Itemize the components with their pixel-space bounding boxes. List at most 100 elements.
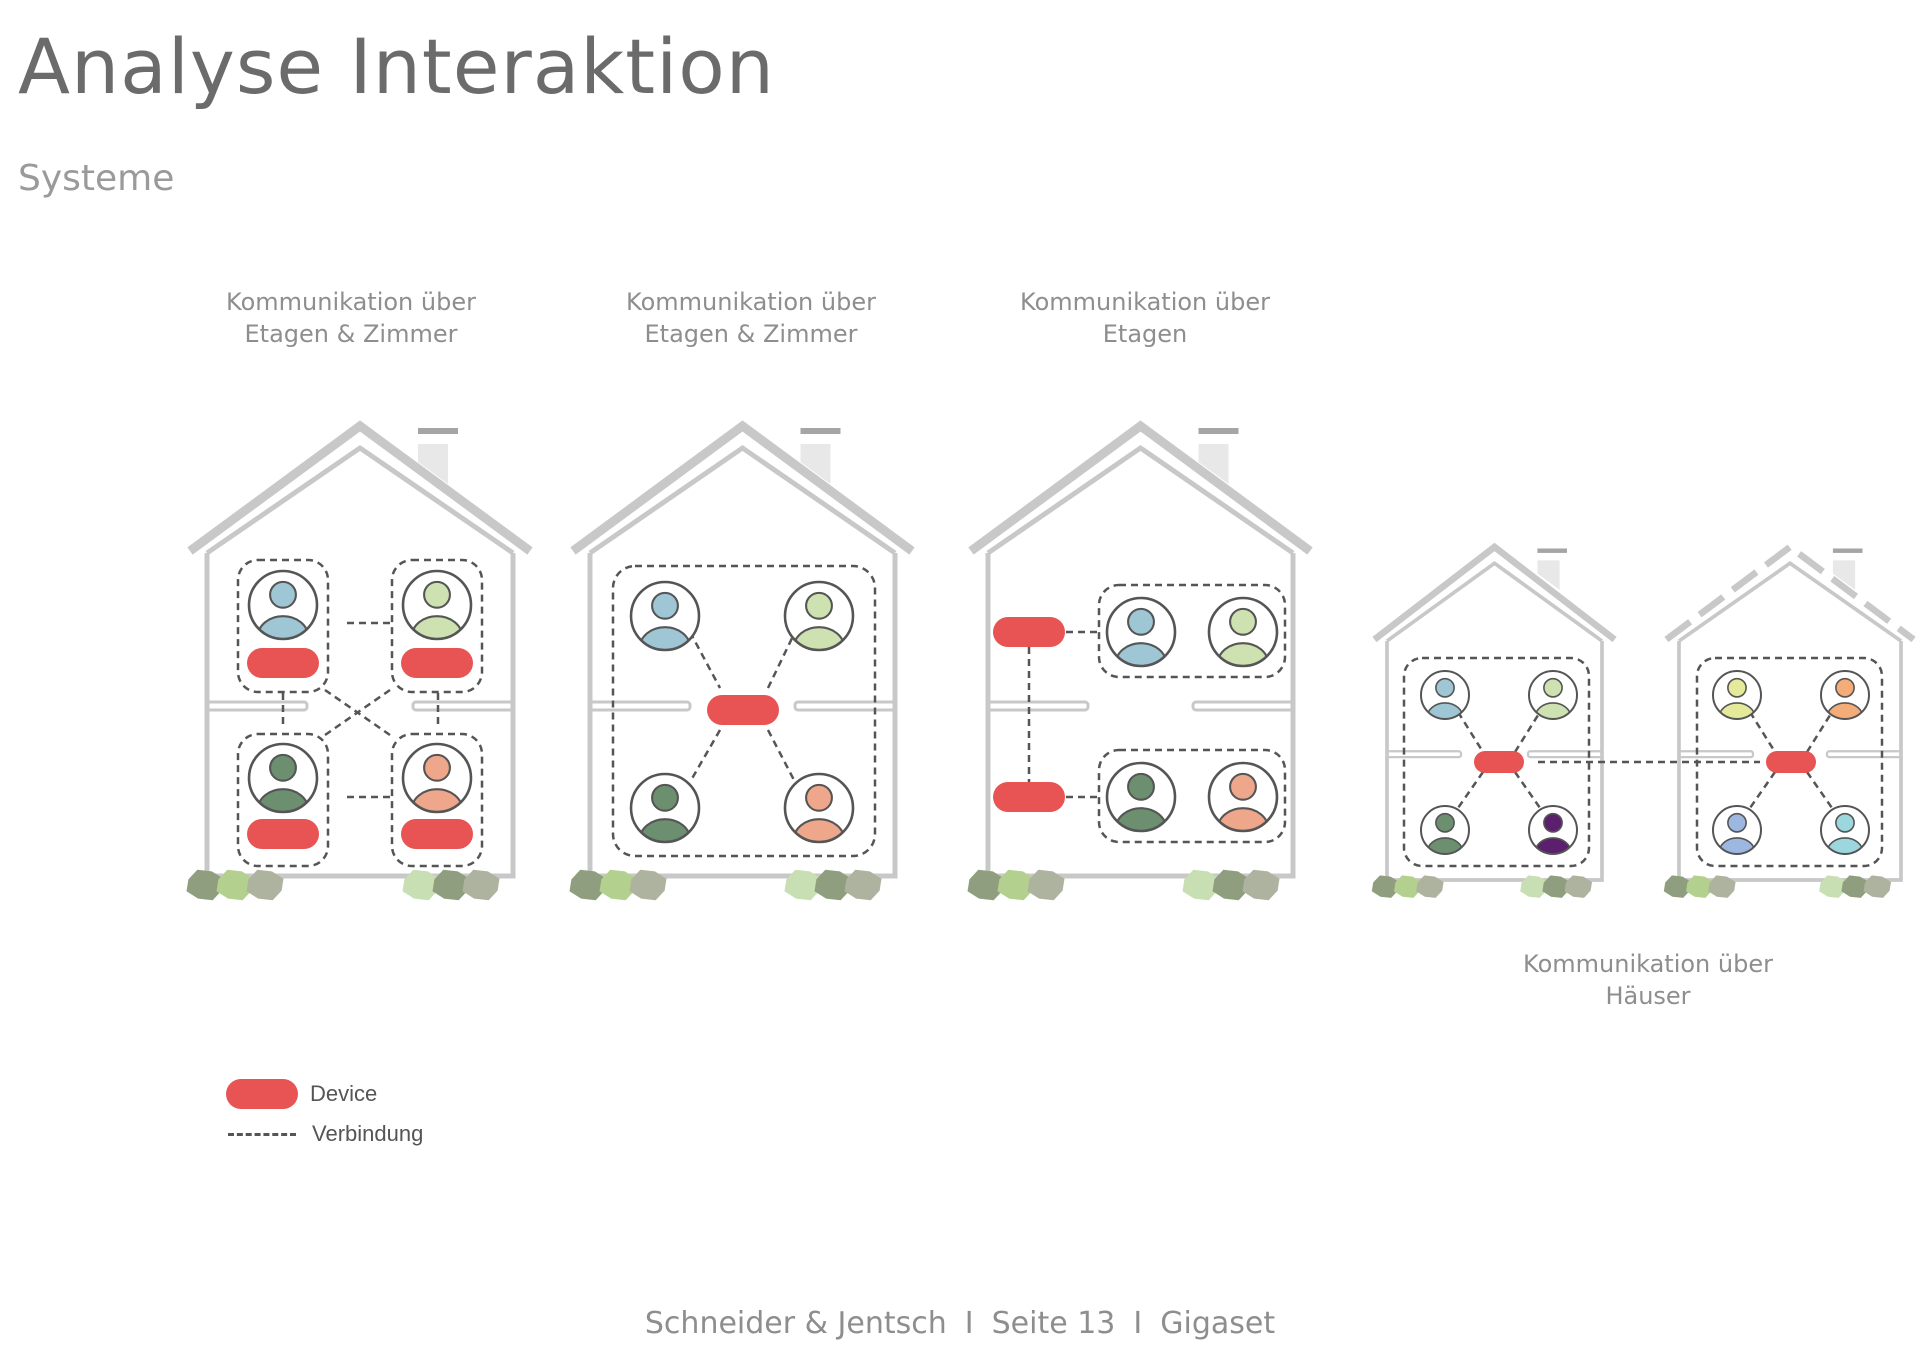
- connection-line: [1748, 711, 1777, 753]
- chimney-cap: [418, 428, 458, 434]
- caption-house-3: Kommunikation über Etagen: [955, 286, 1335, 350]
- person-icon: [247, 569, 319, 641]
- bush-icon: [997, 869, 1035, 901]
- person-ring: [629, 580, 701, 652]
- person-icon: [1820, 805, 1870, 855]
- person-icon: [783, 772, 855, 844]
- person-head: [269, 753, 297, 782]
- person-icon: [629, 772, 701, 844]
- person-icon: [1105, 761, 1177, 833]
- group-box: [390, 558, 484, 694]
- roof-outer: [1664, 542, 1916, 643]
- device-icon: [226, 1079, 298, 1109]
- roof-inner: [1385, 560, 1604, 643]
- floor-slab-left: [588, 700, 692, 712]
- bush-icon: [1663, 875, 1692, 898]
- floor-slab-right: [793, 700, 897, 712]
- person-head: [1435, 812, 1455, 833]
- person-ring: [1712, 805, 1762, 855]
- group-box: [236, 732, 330, 868]
- bush-icon: [629, 869, 667, 901]
- person-body: [1826, 702, 1864, 719]
- roof-outer: [1372, 542, 1617, 643]
- person-figure: [1216, 607, 1270, 666]
- caption-line: Häuser: [1605, 982, 1691, 1010]
- person-icon: [783, 580, 855, 652]
- caption-line: Etagen & Zimmer: [644, 320, 858, 348]
- person-ring: [1820, 670, 1870, 720]
- person-icon: [401, 742, 473, 814]
- person-ring: [783, 580, 855, 652]
- person-head: [1835, 812, 1855, 833]
- floor-slab-right: [411, 700, 515, 712]
- person-head: [1127, 772, 1155, 801]
- person-head: [1127, 607, 1155, 636]
- connection-line: [1805, 771, 1834, 809]
- caption-house-2: Kommunikation über Etagen & Zimmer: [561, 286, 941, 350]
- person-ring: [401, 742, 473, 814]
- floor-slab-left: [205, 700, 309, 712]
- legend: Device Verbindung: [226, 1074, 423, 1154]
- bush-icon: [216, 869, 254, 901]
- house-icon: [1385, 640, 1604, 882]
- chimney-icon: [1832, 560, 1856, 590]
- person-figure: [1718, 677, 1756, 719]
- floor-slab-right: [1825, 750, 1903, 759]
- person-icon: [1820, 670, 1870, 720]
- person-body: [1826, 837, 1864, 854]
- connection-line: [688, 631, 722, 689]
- chimney-icon: [418, 444, 448, 484]
- person-body: [1718, 837, 1756, 854]
- person-icon: [1207, 761, 1279, 833]
- caption-house-1: Kommunikation über Etagen & Zimmer: [161, 286, 541, 350]
- person-body: [1534, 837, 1572, 854]
- group-box: [1097, 748, 1287, 844]
- person-body: [638, 818, 692, 842]
- person-icon: [1528, 670, 1578, 720]
- person-ring: [1420, 805, 1470, 855]
- person-ring: [629, 772, 701, 844]
- bush-icon: [186, 869, 224, 901]
- person-body: [1426, 702, 1464, 719]
- roof-inner: [588, 444, 897, 556]
- bush-icon: [1242, 869, 1280, 901]
- person-icon: [1712, 670, 1762, 720]
- chimney-icon: [1198, 444, 1229, 484]
- house-icon: [587, 553, 898, 879]
- bush-icon: [814, 869, 852, 901]
- person-body: [638, 626, 692, 650]
- bush-icon: [1027, 869, 1065, 901]
- chimney-cap: [800, 428, 841, 434]
- footer-authors: Schneider & Jentsch: [644, 1306, 947, 1341]
- person-head: [1727, 812, 1747, 833]
- person-head: [651, 591, 679, 620]
- dashed-line-icon: [228, 1132, 296, 1136]
- person-head: [1229, 607, 1257, 636]
- caption-line: Etagen & Zimmer: [244, 320, 458, 348]
- group-box: [1695, 656, 1884, 868]
- bush-icon: [844, 869, 882, 901]
- chimney-icon: [800, 444, 831, 484]
- person-icon: [1105, 596, 1177, 668]
- legend-connection: Verbindung: [226, 1114, 423, 1154]
- bush-icon: [569, 869, 607, 901]
- person-ring: [1105, 596, 1177, 668]
- person-ring: [783, 772, 855, 844]
- person-icon: [401, 569, 473, 641]
- person-head: [1835, 677, 1855, 698]
- person-body: [1718, 702, 1756, 719]
- person-figure: [1426, 677, 1464, 719]
- bush-icon: [1686, 875, 1714, 898]
- footer-page: Seite 13: [991, 1306, 1116, 1341]
- bush-icon: [1371, 875, 1400, 898]
- person-figure: [638, 591, 692, 650]
- footer-separator: I: [1133, 1306, 1143, 1341]
- footer-client: Gigaset: [1160, 1306, 1276, 1341]
- bush-icon: [246, 869, 284, 901]
- floor-slab-left: [986, 700, 1090, 712]
- footer-separator: I: [964, 1306, 974, 1341]
- person-body: [792, 626, 846, 650]
- bush-icon: [462, 869, 500, 901]
- house-icon: [204, 553, 516, 879]
- group-box: [236, 558, 330, 694]
